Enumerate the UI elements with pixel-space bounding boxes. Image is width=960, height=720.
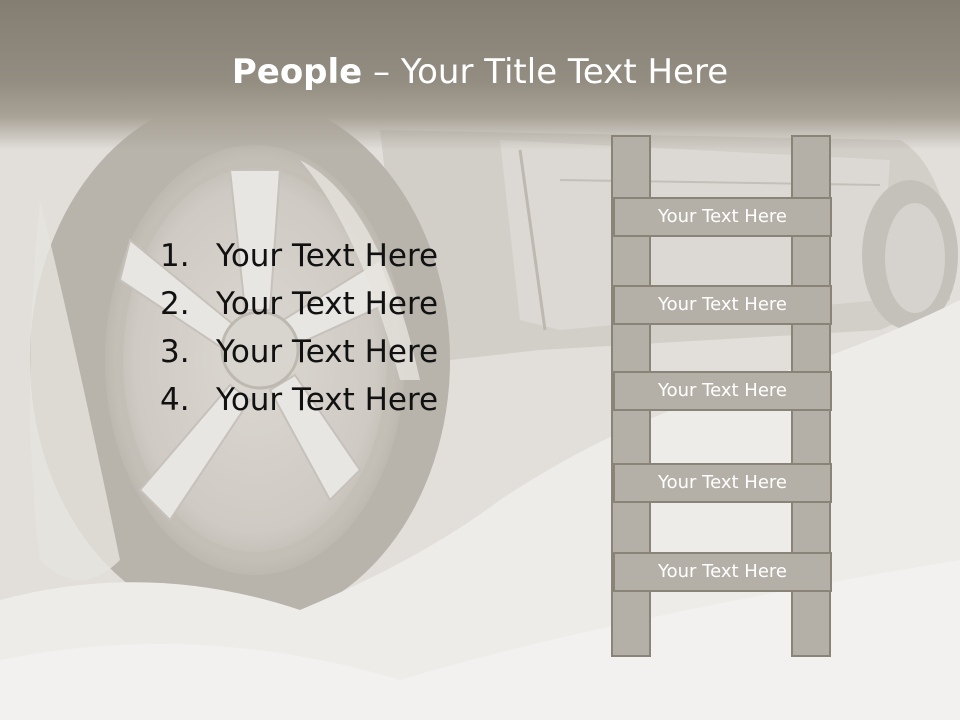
slide-title: People – Your Title Text Here	[0, 52, 960, 92]
list-number: 4.	[160, 382, 190, 418]
list-item-label: Your Text Here	[216, 286, 439, 322]
list-item-label: Your Text Here	[216, 238, 439, 274]
ladder-rung: Your Text Here	[613, 552, 832, 592]
numbered-list: 1. Your Text Here 2. Your Text Here 3. Your…	[160, 232, 438, 424]
title-rest: Your Title Text Here	[400, 52, 729, 92]
list-item-label: Your Text Here	[216, 334, 439, 370]
title-bold: People	[231, 52, 363, 92]
ladder-rung: Your Text Here	[613, 371, 832, 411]
title-dash: –	[362, 52, 401, 92]
list-number: 3.	[160, 334, 190, 370]
list-item: 2. Your Text Here	[160, 280, 438, 328]
title-band	[0, 0, 960, 150]
ladder-rung: Your Text Here	[613, 197, 832, 237]
list-item: 1. Your Text Here	[160, 232, 438, 280]
ladder-rung: Your Text Here	[613, 463, 832, 503]
list-item: 3. Your Text Here	[160, 328, 438, 376]
list-item-label: Your Text Here	[216, 382, 439, 418]
list-item: 4. Your Text Here	[160, 376, 438, 424]
list-number: 1.	[160, 238, 190, 274]
list-number: 2.	[160, 286, 190, 322]
ladder-rung: Your Text Here	[613, 285, 832, 325]
